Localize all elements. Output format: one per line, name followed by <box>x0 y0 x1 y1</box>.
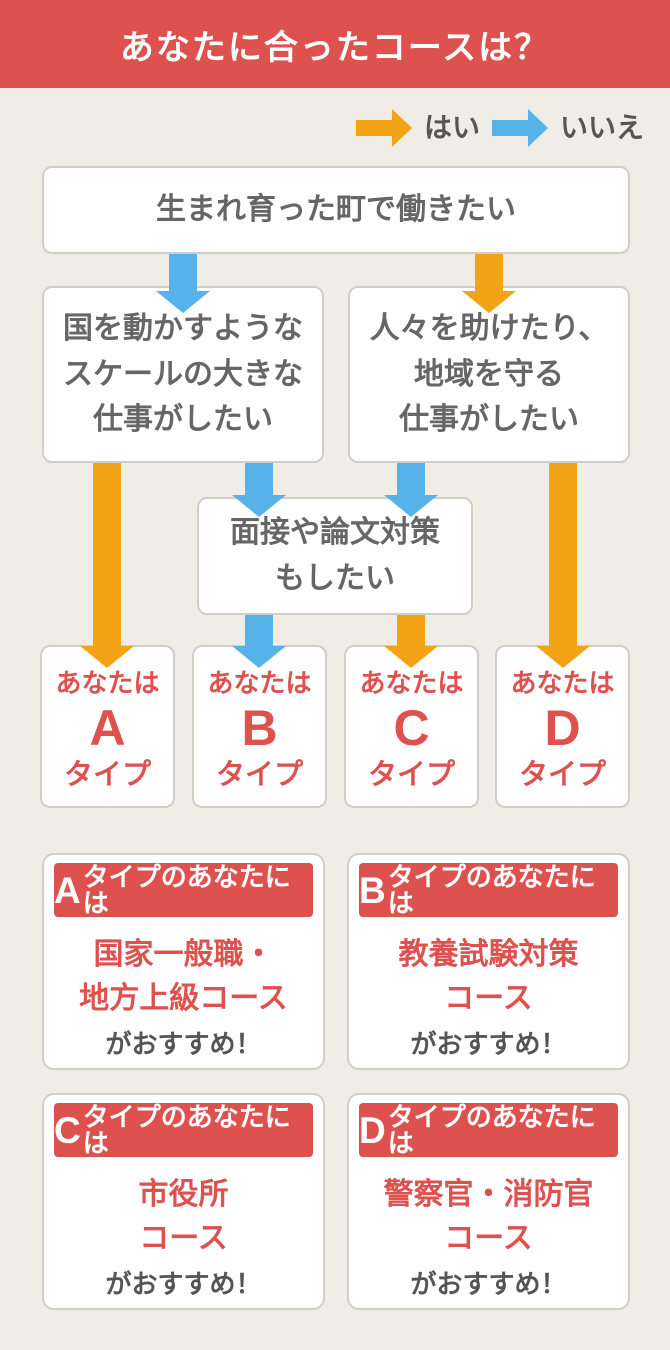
course-name-line: コース <box>139 1221 228 1255</box>
legend: はい いいえ <box>355 109 644 147</box>
card-type-letter: A <box>54 869 81 911</box>
card-header-text: タイプのあなたには <box>82 862 291 918</box>
question-left-line: スケールの大きな <box>63 357 303 391</box>
question-root-box: 生まれ育った町で働きたい <box>42 166 630 254</box>
card-type-letter: B <box>359 869 386 911</box>
result-prefix: あなたは <box>510 668 615 698</box>
arrow-yes-root-to-right-icon <box>462 254 516 313</box>
result-prefix: あなたは <box>207 668 312 698</box>
card-type-letter: C <box>54 1109 81 1151</box>
course-name-line: 警察官・消防官 <box>383 1178 594 1211</box>
result-suffix: タイプ <box>63 758 151 791</box>
result-suffix: タイプ <box>215 758 303 791</box>
course-name-line: 教養試験対策 <box>398 938 579 971</box>
legend-no-label: いいえ <box>559 112 644 143</box>
yes-arrow-head <box>391 109 412 147</box>
course-name-line: 地方上級コース <box>79 981 288 1015</box>
card-header-text: タイプのあなたには <box>82 1102 291 1158</box>
card-type-letter: D <box>359 1109 386 1151</box>
yes-arrow-shaft <box>355 120 393 136</box>
arrow-yes-right-to-d-icon <box>536 463 590 668</box>
result-prefix: あなたは <box>359 668 464 698</box>
yes-arrow-icon <box>355 109 412 147</box>
question-left-line: 国を動かすような <box>63 311 303 345</box>
recommendation-note: がおすすめ！ <box>410 1029 567 1059</box>
question-right-line: 人々を助けたり、 <box>369 311 609 345</box>
result-suffix: タイプ <box>518 758 606 791</box>
page-title: あなたに合ったコースは？ <box>119 28 551 67</box>
result-prefix: あなたは <box>55 668 160 698</box>
recommendation-card-d: D タイプのあなたには 警察官・消防官 コース がおすすめ！ <box>347 1093 630 1310</box>
no-arrow-shaft <box>491 120 529 136</box>
result-type-c-box: あなたは C タイプ <box>344 645 479 808</box>
result-type-b-box: あなたは B タイプ <box>192 645 327 808</box>
course-name-line: 市役所 <box>138 1178 229 1211</box>
legend-yes-label: はい <box>423 112 480 143</box>
card-header-band: D タイプのあなたには <box>359 1103 618 1157</box>
recommendation-note: がおすすめ！ <box>105 1269 262 1299</box>
question-right-box: 人々を助けたり、 地域を守る 仕事がしたい <box>348 286 630 463</box>
card-header-band: C タイプのあなたには <box>54 1103 313 1157</box>
arrow-no-right-to-middle-icon <box>384 463 438 517</box>
course-name-line: コース <box>444 1221 533 1255</box>
course-name-line: コース <box>444 981 533 1015</box>
recommendation-card-c: C タイプのあなたには 市役所 コース がおすすめ！ <box>42 1093 325 1310</box>
card-header-text: タイプのあなたには <box>387 862 596 918</box>
result-type-d-box: あなたは D タイプ <box>495 645 630 808</box>
result-type-a-box: あなたは A タイプ <box>40 645 175 808</box>
result-letter: B <box>241 699 278 756</box>
question-root-text: 生まれ育った町で働きたい <box>156 193 516 227</box>
result-letter: A <box>89 699 126 756</box>
course-name: 教養試験対策 コース <box>349 933 628 1020</box>
question-middle-line: もしたい <box>275 562 395 595</box>
recommendation-note: がおすすめ！ <box>105 1029 262 1059</box>
no-arrow-head <box>527 109 548 147</box>
question-right-line: 地域を守る <box>414 357 564 391</box>
arrow-no-middle-to-b-icon <box>232 615 286 668</box>
question-middle-line: 面接や論文対策 <box>230 516 440 550</box>
arrow-no-root-to-left-icon <box>156 254 210 313</box>
course-name: 国家一般職・ 地方上級コース <box>44 933 323 1020</box>
result-suffix: タイプ <box>367 758 455 791</box>
arrow-no-left-to-middle-icon <box>232 463 286 517</box>
card-header-band: A タイプのあなたには <box>54 863 313 917</box>
page-header: あなたに合ったコースは？ <box>0 0 670 88</box>
no-arrow-icon <box>491 109 548 147</box>
question-left-box: 国を動かすような スケールの大きな 仕事がしたい <box>42 286 324 463</box>
question-right-line: 仕事がしたい <box>399 403 579 437</box>
recommendation-card-a: A タイプのあなたには 国家一般職・ 地方上級コース がおすすめ！ <box>42 853 325 1070</box>
result-letter: D <box>544 699 581 756</box>
question-left-line: 仕事がしたい <box>93 403 273 437</box>
course-name: 市役所 コース <box>44 1173 323 1260</box>
arrow-yes-middle-to-c-icon <box>384 615 438 668</box>
recommendation-note: がおすすめ！ <box>410 1269 567 1299</box>
course-name: 警察官・消防官 コース <box>349 1173 628 1260</box>
recommendation-card-b: B タイプのあなたには 教養試験対策 コース がおすすめ！ <box>347 853 630 1070</box>
arrow-yes-left-to-a-icon <box>80 463 134 668</box>
result-letter: C <box>393 699 430 756</box>
card-header-text: タイプのあなたには <box>387 1102 596 1158</box>
course-name-line: 国家一般職・ <box>93 938 274 971</box>
card-header-band: B タイプのあなたには <box>359 863 618 917</box>
